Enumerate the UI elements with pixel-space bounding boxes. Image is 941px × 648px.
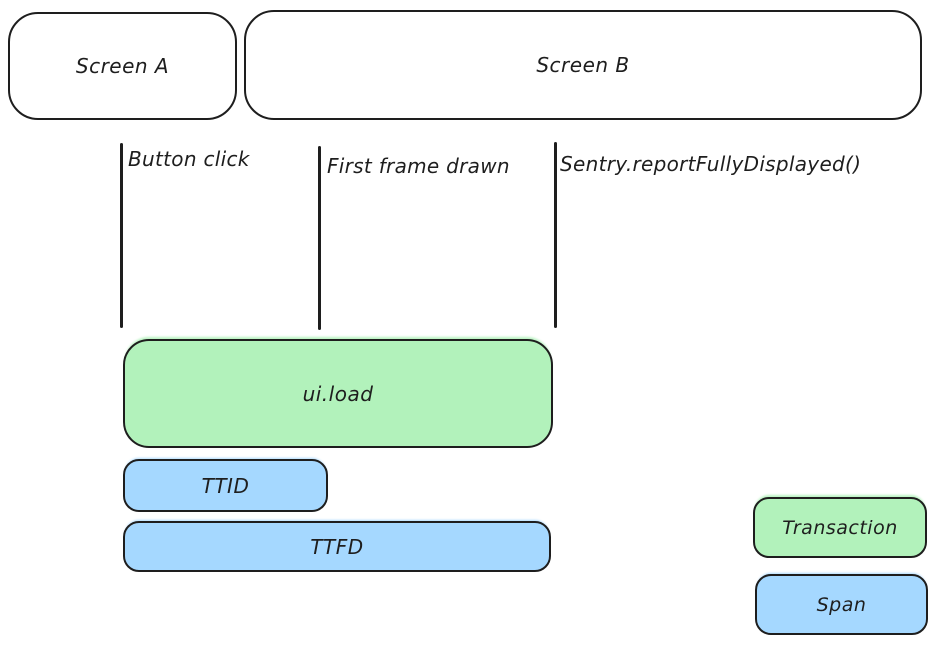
event-label-report-fully-displayed: Sentry.reportFullyDisplayed() — [560, 152, 862, 176]
event-line-report-fully-displayed — [554, 142, 557, 328]
legend-transaction-label: Transaction — [782, 516, 898, 539]
ttfd-label: TTFD — [310, 534, 364, 559]
event-label-first-frame-drawn: First frame drawn — [327, 154, 510, 178]
event-line-first-frame-drawn — [318, 146, 321, 330]
legend-span-label: Span — [816, 593, 867, 616]
ttid-label: TTID — [201, 473, 250, 498]
screen-b-box: Screen B — [244, 10, 922, 120]
ttfd-span-bar: TTFD — [123, 521, 551, 572]
screen-a-label: Screen A — [75, 54, 170, 78]
event-line-button-click — [120, 143, 123, 328]
event-label-button-click: Button click — [128, 147, 250, 171]
ui-load-label: ui.load — [302, 381, 374, 406]
legend-transaction-box: Transaction — [753, 497, 927, 558]
legend-span-box: Span — [755, 574, 928, 635]
ui-load-transaction-bar: ui.load — [123, 339, 553, 448]
ttid-span-bar: TTID — [123, 459, 328, 512]
screen-b-label: Screen B — [536, 53, 630, 77]
screen-a-box: Screen A — [8, 12, 237, 120]
